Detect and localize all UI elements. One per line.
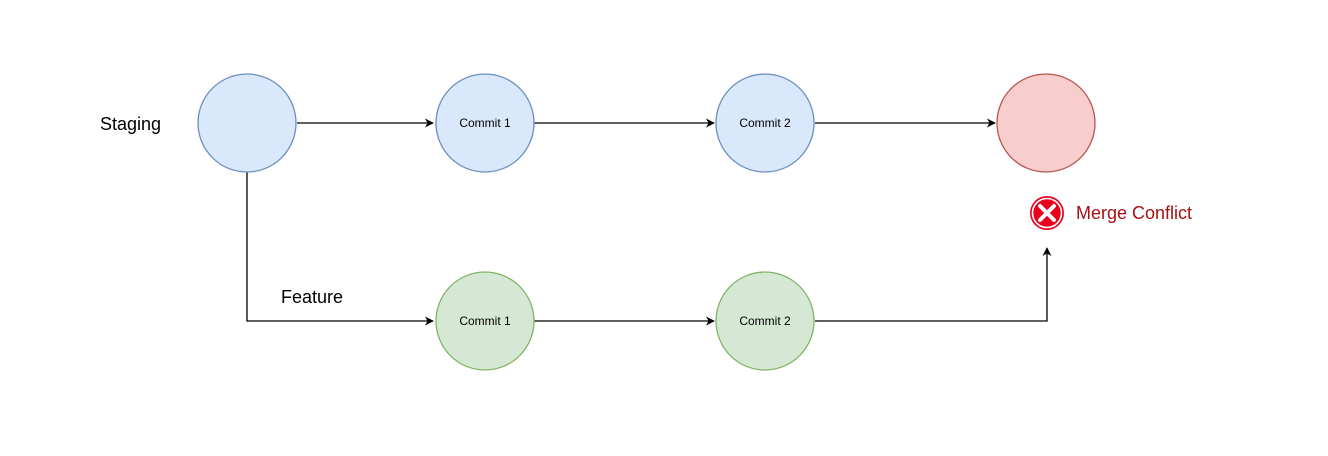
feature-commit-1-label: Commit 1: [459, 314, 511, 328]
feature-commit-1-node: Commit 1: [435, 271, 535, 371]
edges: [246, 118, 1052, 326]
staging-commit-2-node: Commit 2: [715, 73, 815, 173]
staging-commit-2-label: Commit 2: [739, 116, 791, 130]
feature-commit-2-label: Commit 2: [739, 314, 791, 328]
conflict-node: [996, 73, 1096, 173]
edge-feature-to-merge-conflict: [815, 247, 1052, 322]
feature-commit-2-node: Commit 2: [715, 271, 815, 371]
edge-branch-off-to-feature: [246, 172, 434, 326]
staging-commit-1-node: Commit 1: [435, 73, 535, 173]
staging-base-node: [197, 73, 297, 173]
error-x-icon: [1030, 196, 1064, 230]
branch-label-feature: Feature: [281, 287, 343, 307]
merge-conflict-marker: Merge Conflict: [1030, 196, 1192, 230]
branch-label-staging: Staging: [100, 114, 161, 134]
merge-conflict-label: Merge Conflict: [1076, 203, 1192, 223]
staging-commit-1-label: Commit 1: [459, 116, 511, 130]
